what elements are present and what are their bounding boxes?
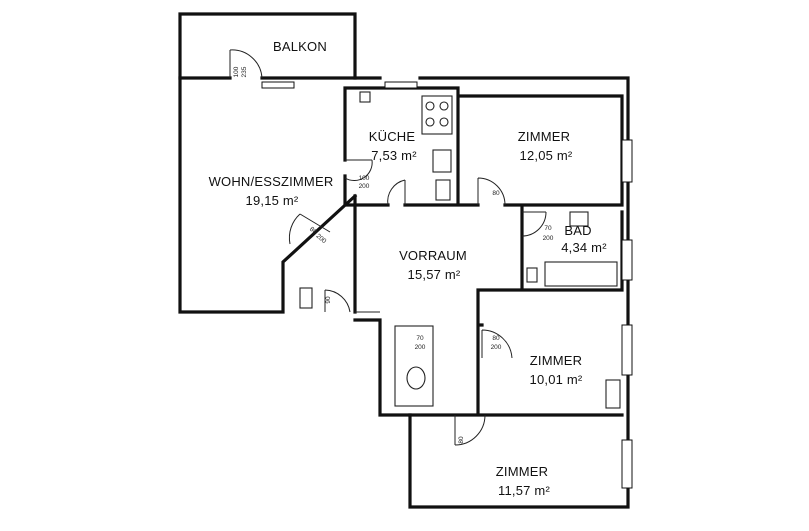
wc-washbasin <box>299 287 313 309</box>
dim-zimmer1: 80 <box>492 190 500 197</box>
area-wohnen: 19,15 m² <box>246 193 299 208</box>
label-zimmer2: ZIMMER <box>530 353 582 368</box>
label-wohnen: WOHN/ESSZIMMER <box>209 174 334 189</box>
area-zimmer2: 10,01 m² <box>530 372 583 387</box>
label-zimmer1: ZIMMER <box>518 129 570 144</box>
label-vorraum: VORRAUM <box>399 248 467 263</box>
door-zimmer2 <box>481 329 513 359</box>
window-kueche <box>384 81 418 89</box>
door-wc <box>324 289 351 313</box>
stove <box>421 95 453 135</box>
bathtub <box>544 261 618 287</box>
stove-burner-2 <box>439 101 449 111</box>
outer-wall <box>178 76 630 509</box>
windows <box>261 81 633 489</box>
door-vorraum-kueche <box>387 179 406 206</box>
kitchen-column <box>359 91 371 103</box>
dim-wc-w: 70 <box>416 335 424 342</box>
balcony-outline <box>178 12 357 80</box>
dim-entry: 90 <box>325 296 332 304</box>
area-bad: 4,34 m² <box>561 240 607 255</box>
dim-balkon-w: 100 <box>233 66 240 77</box>
stove-burner-3 <box>425 117 435 127</box>
dim-zimmer2-w: 80 <box>492 335 500 342</box>
door-dimensions: 100 235 100 200 80 200 80 70 200 70 200 … <box>233 66 554 443</box>
area-zimmer3: 11,57 m² <box>498 483 550 498</box>
dim-wohnen-h: 200 <box>315 233 328 246</box>
door-zimmer3 <box>454 414 486 446</box>
label-balkon: BALKON <box>273 39 327 54</box>
fixtures <box>299 91 621 409</box>
area-vorraum: 15,57 m² <box>408 267 461 282</box>
window-wohnen <box>261 81 295 89</box>
door-bad <box>521 211 547 237</box>
washbasin <box>569 211 589 227</box>
window-zimmer1 <box>621 139 633 183</box>
label-bad: BAD <box>564 223 591 238</box>
dim-balkon-h: 235 <box>241 66 248 77</box>
label-zimmer3: ZIMMER <box>496 464 548 479</box>
door-wohnen <box>288 213 331 245</box>
stove-burner-1 <box>425 101 435 111</box>
room-labels: BALKON KÜCHE 7,53 m² ZIMMER 12,05 m² WOH… <box>209 39 607 498</box>
area-zimmer1: 12,05 m² <box>520 148 573 163</box>
area-kueche: 7,53 m² <box>371 148 417 163</box>
sink <box>432 149 452 173</box>
dim-wohnen-w: 80 <box>308 226 318 236</box>
dim-bad-w: 70 <box>544 225 552 232</box>
bath-fixture <box>526 267 538 283</box>
window-zimmer3 <box>621 439 633 489</box>
dim-kueche-w: 100 <box>359 175 370 182</box>
toilet <box>406 366 426 390</box>
doors <box>229 49 547 446</box>
counter <box>435 179 451 201</box>
dim-zimmer2-h: 200 <box>491 344 502 351</box>
window-bad <box>621 239 633 281</box>
window-zimmer2 <box>621 324 633 376</box>
door-balkon <box>229 49 263 79</box>
radiator <box>605 379 621 409</box>
dim-wc-h: 200 <box>415 344 426 351</box>
door-zimmer1 <box>477 177 506 206</box>
door-kueche <box>344 159 373 182</box>
dim-kueche-h: 200 <box>359 183 370 190</box>
dim-zimmer3: 80 <box>458 436 465 444</box>
stove-burner-4 <box>439 117 449 127</box>
label-kueche: KÜCHE <box>369 129 416 144</box>
wc-room-fixture <box>394 325 434 407</box>
dim-bad-h: 200 <box>543 235 554 242</box>
